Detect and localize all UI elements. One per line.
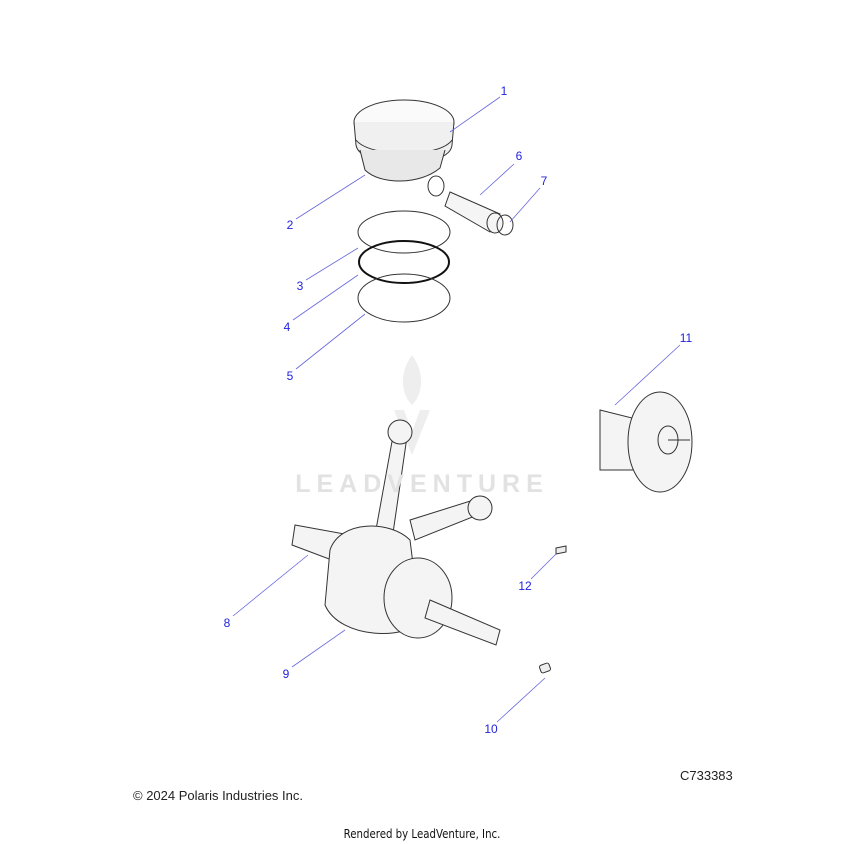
pin-clip-left: [427, 175, 445, 197]
callout-9[interactable]: 9: [282, 667, 290, 681]
rendered-by-text: Rendered by LeadVenture, Inc.: [343, 827, 501, 841]
crankshaft-part: [291, 419, 501, 646]
callout-10[interactable]: 10: [484, 722, 498, 736]
callout-4[interactable]: 4: [283, 320, 291, 334]
balance-shaft-part: [599, 391, 693, 493]
callout-2[interactable]: 2: [286, 218, 294, 232]
callout-6[interactable]: 6: [515, 149, 523, 163]
diagram-code: C733383: [680, 768, 733, 783]
callout-7[interactable]: 7: [540, 174, 548, 188]
leader-lines: [232, 96, 681, 723]
piston-part: [353, 99, 455, 182]
callout-1[interactable]: 1: [500, 84, 508, 98]
callout-11[interactable]: 11: [679, 331, 693, 345]
woodruff-key-part: [555, 545, 567, 555]
callout-5[interactable]: 5: [286, 369, 294, 383]
pin-clip-right: [496, 214, 514, 236]
top-ring-part: [357, 210, 451, 254]
dowel-pin-part: [538, 662, 552, 674]
callout-3[interactable]: 3: [296, 279, 304, 293]
oil-ring-part: [357, 273, 451, 323]
piston-pin-part: [444, 191, 504, 234]
copyright-text: © 2024 Polaris Industries Inc.: [133, 788, 303, 803]
callout-8[interactable]: 8: [223, 616, 231, 630]
second-ring-part: [358, 240, 450, 284]
callout-12[interactable]: 12: [518, 579, 532, 593]
